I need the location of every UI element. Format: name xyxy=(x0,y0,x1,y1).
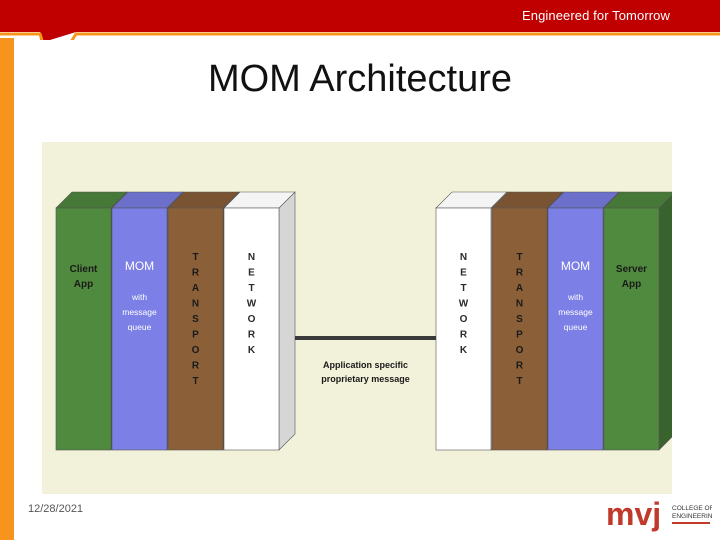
block-label: T xyxy=(460,283,466,294)
block-label: T xyxy=(516,252,522,263)
block-label: N xyxy=(460,252,467,263)
block-label: A xyxy=(516,283,523,294)
block-label: E xyxy=(248,268,255,279)
block-label: S xyxy=(192,314,199,325)
block-label: K xyxy=(248,345,256,356)
block-side-face xyxy=(658,194,672,451)
block-label: R xyxy=(460,330,468,341)
block-label: W xyxy=(247,299,257,310)
header-tagline: Engineered for Tomorrow xyxy=(521,8,670,23)
block-label: with xyxy=(567,292,583,302)
block-label: O xyxy=(460,314,468,325)
block-label: R xyxy=(192,268,200,279)
block-label: R xyxy=(192,361,200,372)
college-logo: mvj COLLEGE OFENGINEERING xyxy=(606,498,712,532)
block-label: T xyxy=(516,376,522,387)
block-label: T xyxy=(192,252,198,263)
block-label: O xyxy=(248,314,256,325)
header-accent-line xyxy=(0,32,720,40)
block-front-face xyxy=(167,207,224,451)
header-red-band xyxy=(0,0,720,40)
block-front-face xyxy=(547,207,604,451)
mom-architecture-diagram: ClientAppMOMwithmessagequeueTRANSPORTNET… xyxy=(42,142,672,494)
block-side-face xyxy=(278,191,296,451)
block-label: N xyxy=(192,299,199,310)
block-label: N xyxy=(248,252,255,263)
left-accent-stripe xyxy=(0,38,14,540)
block-label: queue xyxy=(564,322,588,332)
block-label: MOM xyxy=(561,259,590,273)
logo-caption: ENGINEERING xyxy=(672,513,712,520)
block-label: S xyxy=(516,314,523,325)
block-front-face xyxy=(603,207,660,451)
block-label: R xyxy=(516,361,524,372)
block-label: O xyxy=(516,345,524,356)
block-label: R xyxy=(248,330,256,341)
block-label: P xyxy=(516,330,523,341)
logo-underline xyxy=(672,522,710,524)
block-label: N xyxy=(516,299,523,310)
header-bar xyxy=(0,0,720,40)
block-label: Server xyxy=(616,264,647,275)
block-front-face xyxy=(491,207,548,451)
block-label: A xyxy=(192,283,199,294)
block-label: queue xyxy=(128,322,152,332)
block-label: R xyxy=(516,268,524,279)
block-label: O xyxy=(192,345,200,356)
application-message-link: Application specific proprietary message xyxy=(295,336,436,384)
block-front-face xyxy=(55,207,112,451)
block-label: message xyxy=(558,307,593,317)
block-label: with xyxy=(131,292,147,302)
block-label: message xyxy=(122,307,157,317)
block-label: P xyxy=(192,330,199,341)
block-label: Client xyxy=(70,264,98,275)
link-bar xyxy=(295,336,436,340)
block-front-face xyxy=(223,207,280,451)
block-label: App xyxy=(74,279,93,290)
block-label: App xyxy=(622,279,641,290)
slide-title: MOM Architecture xyxy=(207,58,513,100)
logo-caption: COLLEGE OF xyxy=(672,505,712,512)
block-label: MOM xyxy=(125,259,154,273)
block-label: K xyxy=(460,345,468,356)
block-front-face xyxy=(111,207,168,451)
link-label: proprietary message xyxy=(321,374,410,384)
block-label: E xyxy=(460,268,467,279)
slide-date: 12/28/2021 xyxy=(28,503,84,515)
block-label: T xyxy=(248,283,254,294)
logo-wordmark: mvj xyxy=(606,498,661,532)
block-label: W xyxy=(459,299,469,310)
block-label: T xyxy=(192,376,198,387)
block-front-face xyxy=(435,207,492,451)
link-label: Application specific xyxy=(323,360,408,370)
